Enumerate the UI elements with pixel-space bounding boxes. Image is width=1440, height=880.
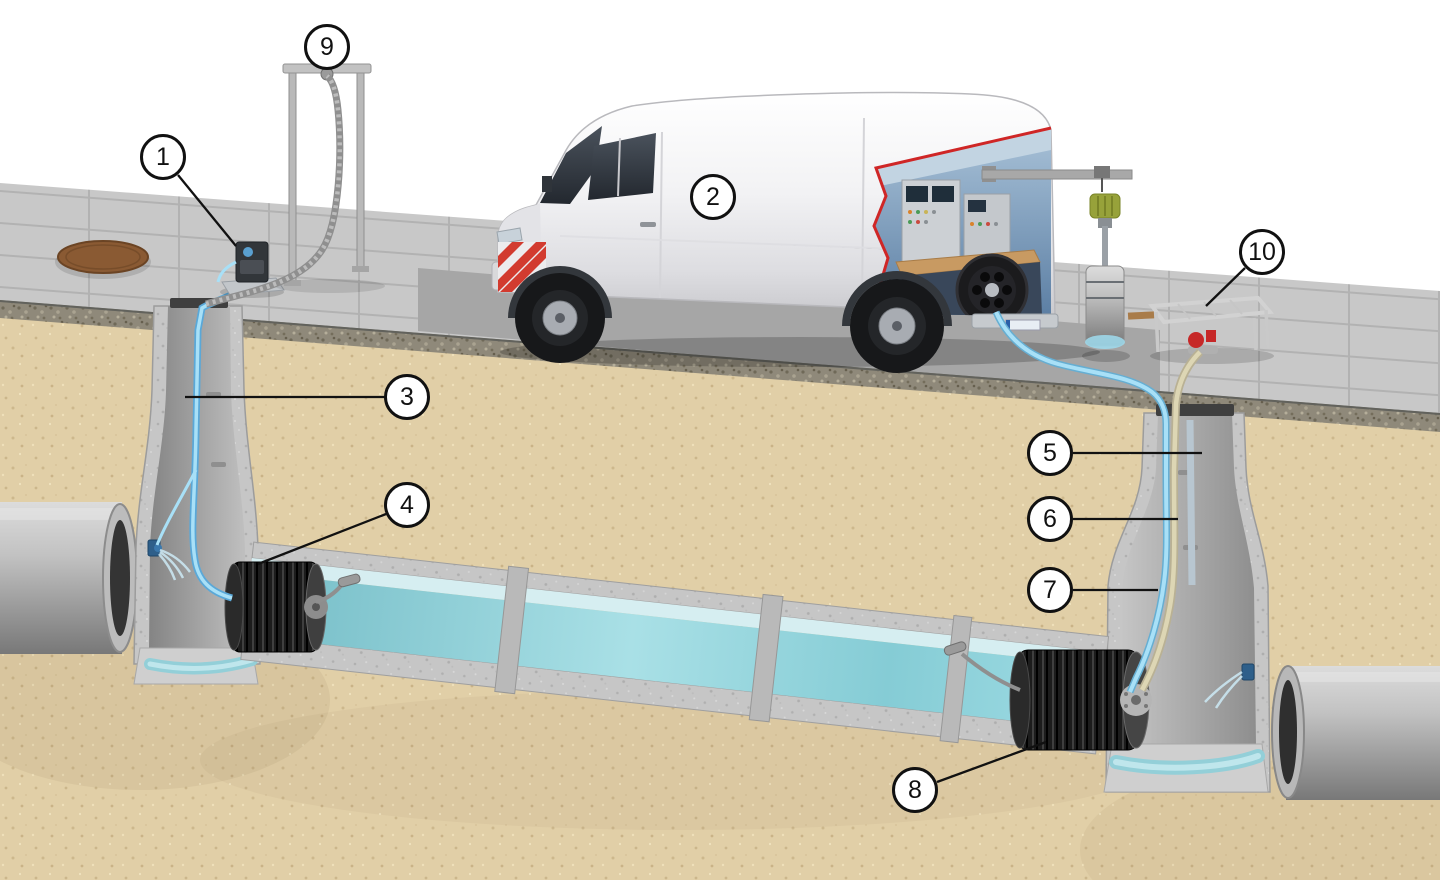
blue-supply-hose bbox=[992, 310, 1170, 694]
van-windshield bbox=[540, 126, 602, 204]
license-plate bbox=[1005, 319, 1041, 331]
gravel-layer bbox=[0, 302, 1440, 434]
left-feed-pipe bbox=[0, 502, 138, 654]
van-door-seams bbox=[659, 117, 865, 307]
left-packer bbox=[224, 561, 361, 653]
van-door-handle bbox=[640, 222, 656, 227]
pipe-opening bbox=[1279, 680, 1297, 784]
leader-lines bbox=[177, 174, 1246, 784]
callout-2: 2 bbox=[690, 174, 736, 220]
manhole-step bbox=[211, 462, 226, 467]
manhole-cover bbox=[55, 240, 151, 279]
van-headlight bbox=[496, 227, 523, 245]
gray-corrugated-hose bbox=[205, 73, 344, 308]
leader-1 bbox=[177, 174, 237, 247]
callout-8: 8 bbox=[892, 767, 938, 813]
water-spray bbox=[158, 548, 191, 581]
right-outfall-pipe bbox=[1271, 665, 1440, 800]
callout-6: 6 bbox=[1027, 496, 1073, 542]
sampler-cylinder bbox=[1082, 193, 1130, 362]
packer-hose-handle bbox=[943, 641, 967, 656]
right-chamber-channel bbox=[1113, 753, 1261, 771]
van-side-window bbox=[588, 133, 656, 200]
right-wall-fitting bbox=[1204, 663, 1255, 709]
leader-4 bbox=[257, 512, 387, 566]
boom-arm bbox=[981, 166, 1133, 192]
sampler-body bbox=[1085, 265, 1125, 347]
callout-4: 4 bbox=[384, 482, 430, 528]
van-wheel-front bbox=[515, 273, 605, 363]
boom-trolley bbox=[1094, 166, 1110, 178]
pipe-joint bbox=[494, 565, 530, 695]
riser-pipe bbox=[1186, 419, 1196, 586]
pipe-water bbox=[243, 571, 1106, 731]
pipe-inner-wall bbox=[250, 558, 1107, 667]
van-interior-equipment bbox=[876, 128, 1051, 316]
van-wheel-rear bbox=[850, 279, 944, 373]
frame-post bbox=[288, 71, 297, 285]
pipe-joint bbox=[748, 593, 784, 723]
callout-9: 9 bbox=[304, 24, 350, 70]
red-valve bbox=[1188, 332, 1204, 348]
sewer-pipe-run bbox=[240, 541, 1110, 755]
left-wall-fitting bbox=[147, 539, 191, 581]
callout-3: 3 bbox=[384, 374, 430, 420]
leader-10 bbox=[1205, 267, 1246, 307]
leader-8 bbox=[936, 740, 1047, 784]
packer-hose-handle bbox=[337, 573, 361, 588]
flow-control-table bbox=[1127, 295, 1275, 364]
pipe-opening bbox=[110, 520, 130, 636]
callout-10: 10 bbox=[1239, 229, 1285, 275]
pump-unit bbox=[216, 241, 285, 298]
monitor-screen bbox=[906, 186, 928, 202]
beige-lining-hose bbox=[1138, 349, 1203, 692]
van-mirror bbox=[542, 176, 552, 192]
left-chamber-channel bbox=[147, 657, 255, 671]
frame-post bbox=[356, 71, 365, 271]
wood-plank bbox=[1127, 311, 1155, 320]
table-frame bbox=[1148, 295, 1275, 325]
service-van bbox=[491, 91, 1100, 373]
callout-5: 5 bbox=[1027, 430, 1073, 476]
van-shadow bbox=[500, 337, 1100, 367]
sampler-glow bbox=[1085, 335, 1125, 349]
callout-1: 1 bbox=[140, 134, 186, 180]
callout-7: 7 bbox=[1027, 567, 1073, 613]
right-manhole bbox=[1103, 404, 1271, 793]
water-spray bbox=[1204, 670, 1243, 709]
manhole-step bbox=[206, 392, 221, 397]
monitor-screen bbox=[932, 186, 954, 202]
right-packer bbox=[943, 641, 1152, 751]
